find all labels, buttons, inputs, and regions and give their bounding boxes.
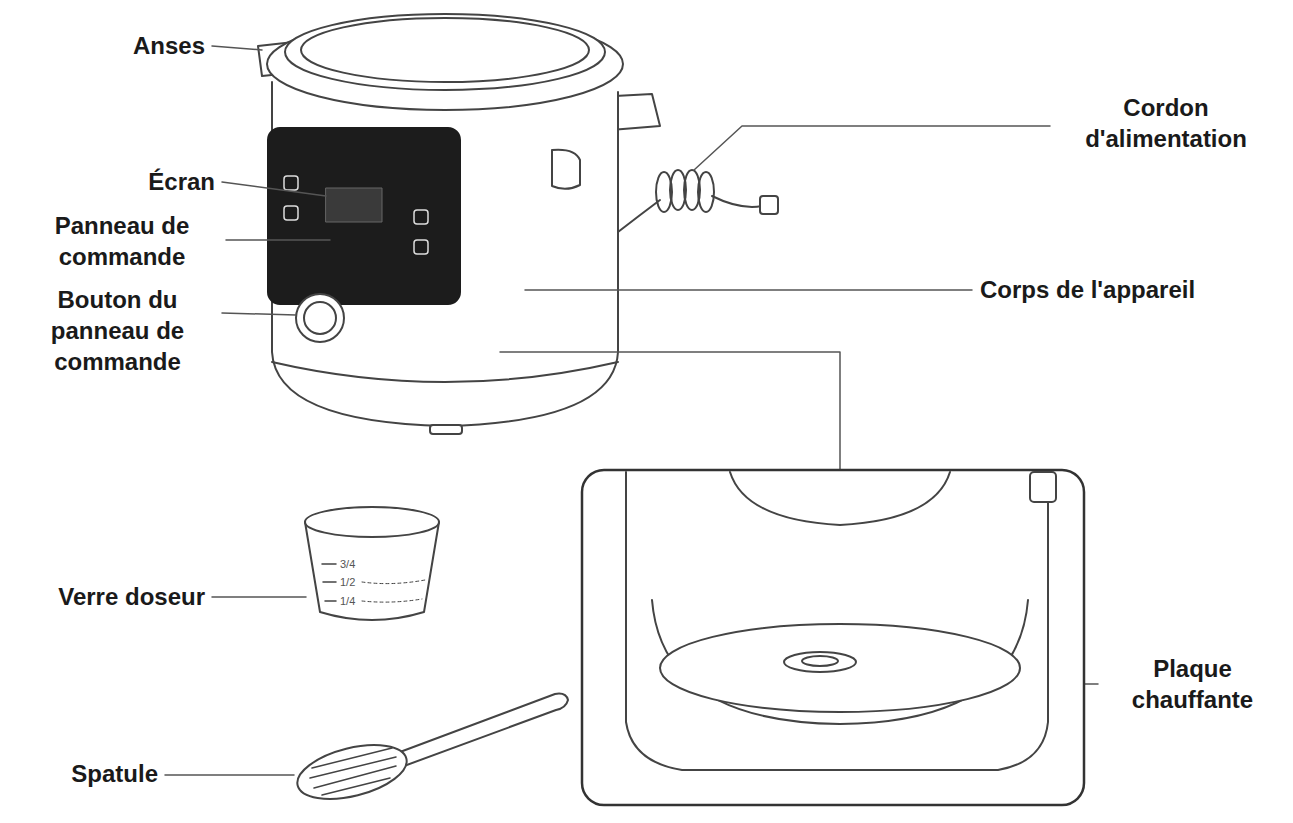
- part-label: Écran: [148, 166, 215, 197]
- part-label: Corps de l'appareil: [980, 274, 1195, 305]
- panel-icon: [414, 210, 428, 224]
- sensor-housing: [1030, 472, 1056, 502]
- leader-line: [525, 289, 972, 291]
- detail-frame: [582, 470, 1084, 805]
- screen: [326, 188, 382, 222]
- leader-line: [212, 46, 262, 50]
- latch: [552, 150, 580, 189]
- leader-line: [222, 182, 326, 196]
- lid-inner: [301, 18, 589, 82]
- leader-line: [694, 126, 1050, 170]
- panel-icon: [284, 176, 298, 190]
- part-label: Spatule: [71, 758, 158, 789]
- part-label: Panneau de commande: [22, 210, 222, 272]
- panel-icon: [284, 206, 298, 220]
- control-panel: [268, 128, 460, 304]
- part-label: Anses: [133, 30, 205, 61]
- leader-line: [226, 239, 330, 241]
- foot: [430, 425, 462, 434]
- detail-connector: [500, 352, 840, 470]
- cup-tick: [322, 563, 336, 565]
- heating-plate: [660, 624, 1020, 712]
- cord: [712, 196, 762, 207]
- cord-coil: [698, 172, 714, 212]
- panel-icon: [414, 240, 428, 254]
- part-label: Verre doseur: [58, 581, 205, 612]
- leader-line: [222, 313, 296, 315]
- plug: [760, 196, 778, 214]
- spatula-head: [292, 735, 412, 809]
- pot-walls: [626, 472, 1048, 770]
- upper-part: [730, 472, 950, 525]
- cup-tick: [323, 581, 336, 583]
- center-sensor-inner: [802, 656, 838, 666]
- cup-rim: [305, 507, 439, 537]
- part-label: Bouton du panneau de commande: [20, 284, 215, 377]
- cup-marks: [362, 580, 425, 602]
- base-band: [272, 362, 618, 382]
- spatula-handle: [400, 694, 568, 766]
- part-label: Cordon d'alimentation: [1060, 92, 1272, 154]
- center-sensor: [784, 652, 856, 672]
- inner-basin: [652, 600, 1028, 724]
- knob: [296, 294, 344, 342]
- knob-inner: [304, 302, 336, 334]
- cup-marking: 1/2: [340, 576, 355, 588]
- lid: [285, 14, 605, 90]
- part-label: Plaque chauffante: [1100, 653, 1285, 715]
- cup-marking: 3/4: [340, 558, 355, 570]
- cord: [618, 200, 660, 232]
- spatula-ridges: [310, 748, 396, 795]
- cup-marking: 1/4: [340, 595, 355, 607]
- leader-line: [212, 596, 306, 598]
- leader-line: [165, 774, 294, 776]
- cup-tick: [325, 600, 336, 602]
